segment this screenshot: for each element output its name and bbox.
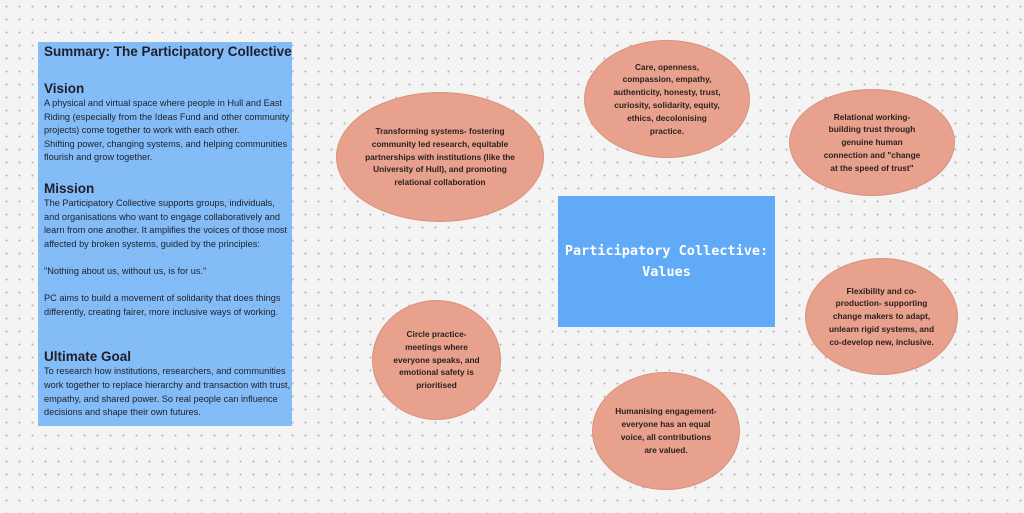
- goal-section: Ultimate Goal To research how institutio…: [44, 349, 292, 419]
- value-text: Relational working- building trust throu…: [823, 111, 921, 173]
- value-text: Care, openness, compassion, empathy, aut…: [613, 61, 721, 136]
- value-ellipse-flexibility[interactable]: Flexibility and co-production- supportin…: [805, 258, 958, 375]
- summary-panel[interactable]: Summary: The Participatory Collective Vi…: [38, 42, 292, 426]
- value-ellipse-transforming-systems[interactable]: Transforming systems- fostering communit…: [336, 92, 544, 222]
- goal-text: To research how institutions, researcher…: [44, 366, 291, 418]
- value-ellipse-humanising-engagement[interactable]: Humanising engagement- everyone has an e…: [592, 372, 740, 490]
- summary-title: Summary: The Participatory Collective: [44, 44, 292, 59]
- mission-text: The Participatory Collective supports gr…: [44, 197, 288, 317]
- vision-heading: Vision: [44, 81, 85, 96]
- value-ellipse-circle-practice[interactable]: Circle practice- meetings where everyone…: [372, 300, 501, 420]
- center-values-box[interactable]: Participatory Collective: Values: [558, 196, 775, 327]
- value-text: Circle practice- meetings where everyone…: [393, 329, 480, 391]
- value-text: Transforming systems- fostering communit…: [365, 126, 515, 188]
- goal-heading: Ultimate Goal: [44, 349, 132, 365]
- value-text: Flexibility and co-production- supportin…: [828, 285, 935, 347]
- vision-text: A physical and virtual space where peopl…: [44, 98, 290, 163]
- vision-section: Vision A physical and virtual space wher…: [44, 81, 292, 165]
- value-text: Humanising engagement- everyone has an e…: [615, 406, 717, 455]
- center-title: Participatory Collective: Values: [564, 242, 769, 280]
- value-ellipse-care[interactable]: Care, openness, compassion, empathy, aut…: [584, 40, 750, 158]
- mission-heading: Mission: [44, 180, 95, 196]
- value-ellipse-relational-working[interactable]: Relational working- building trust throu…: [789, 89, 955, 196]
- mission-section: Mission The Participatory Collective sup…: [44, 181, 292, 319]
